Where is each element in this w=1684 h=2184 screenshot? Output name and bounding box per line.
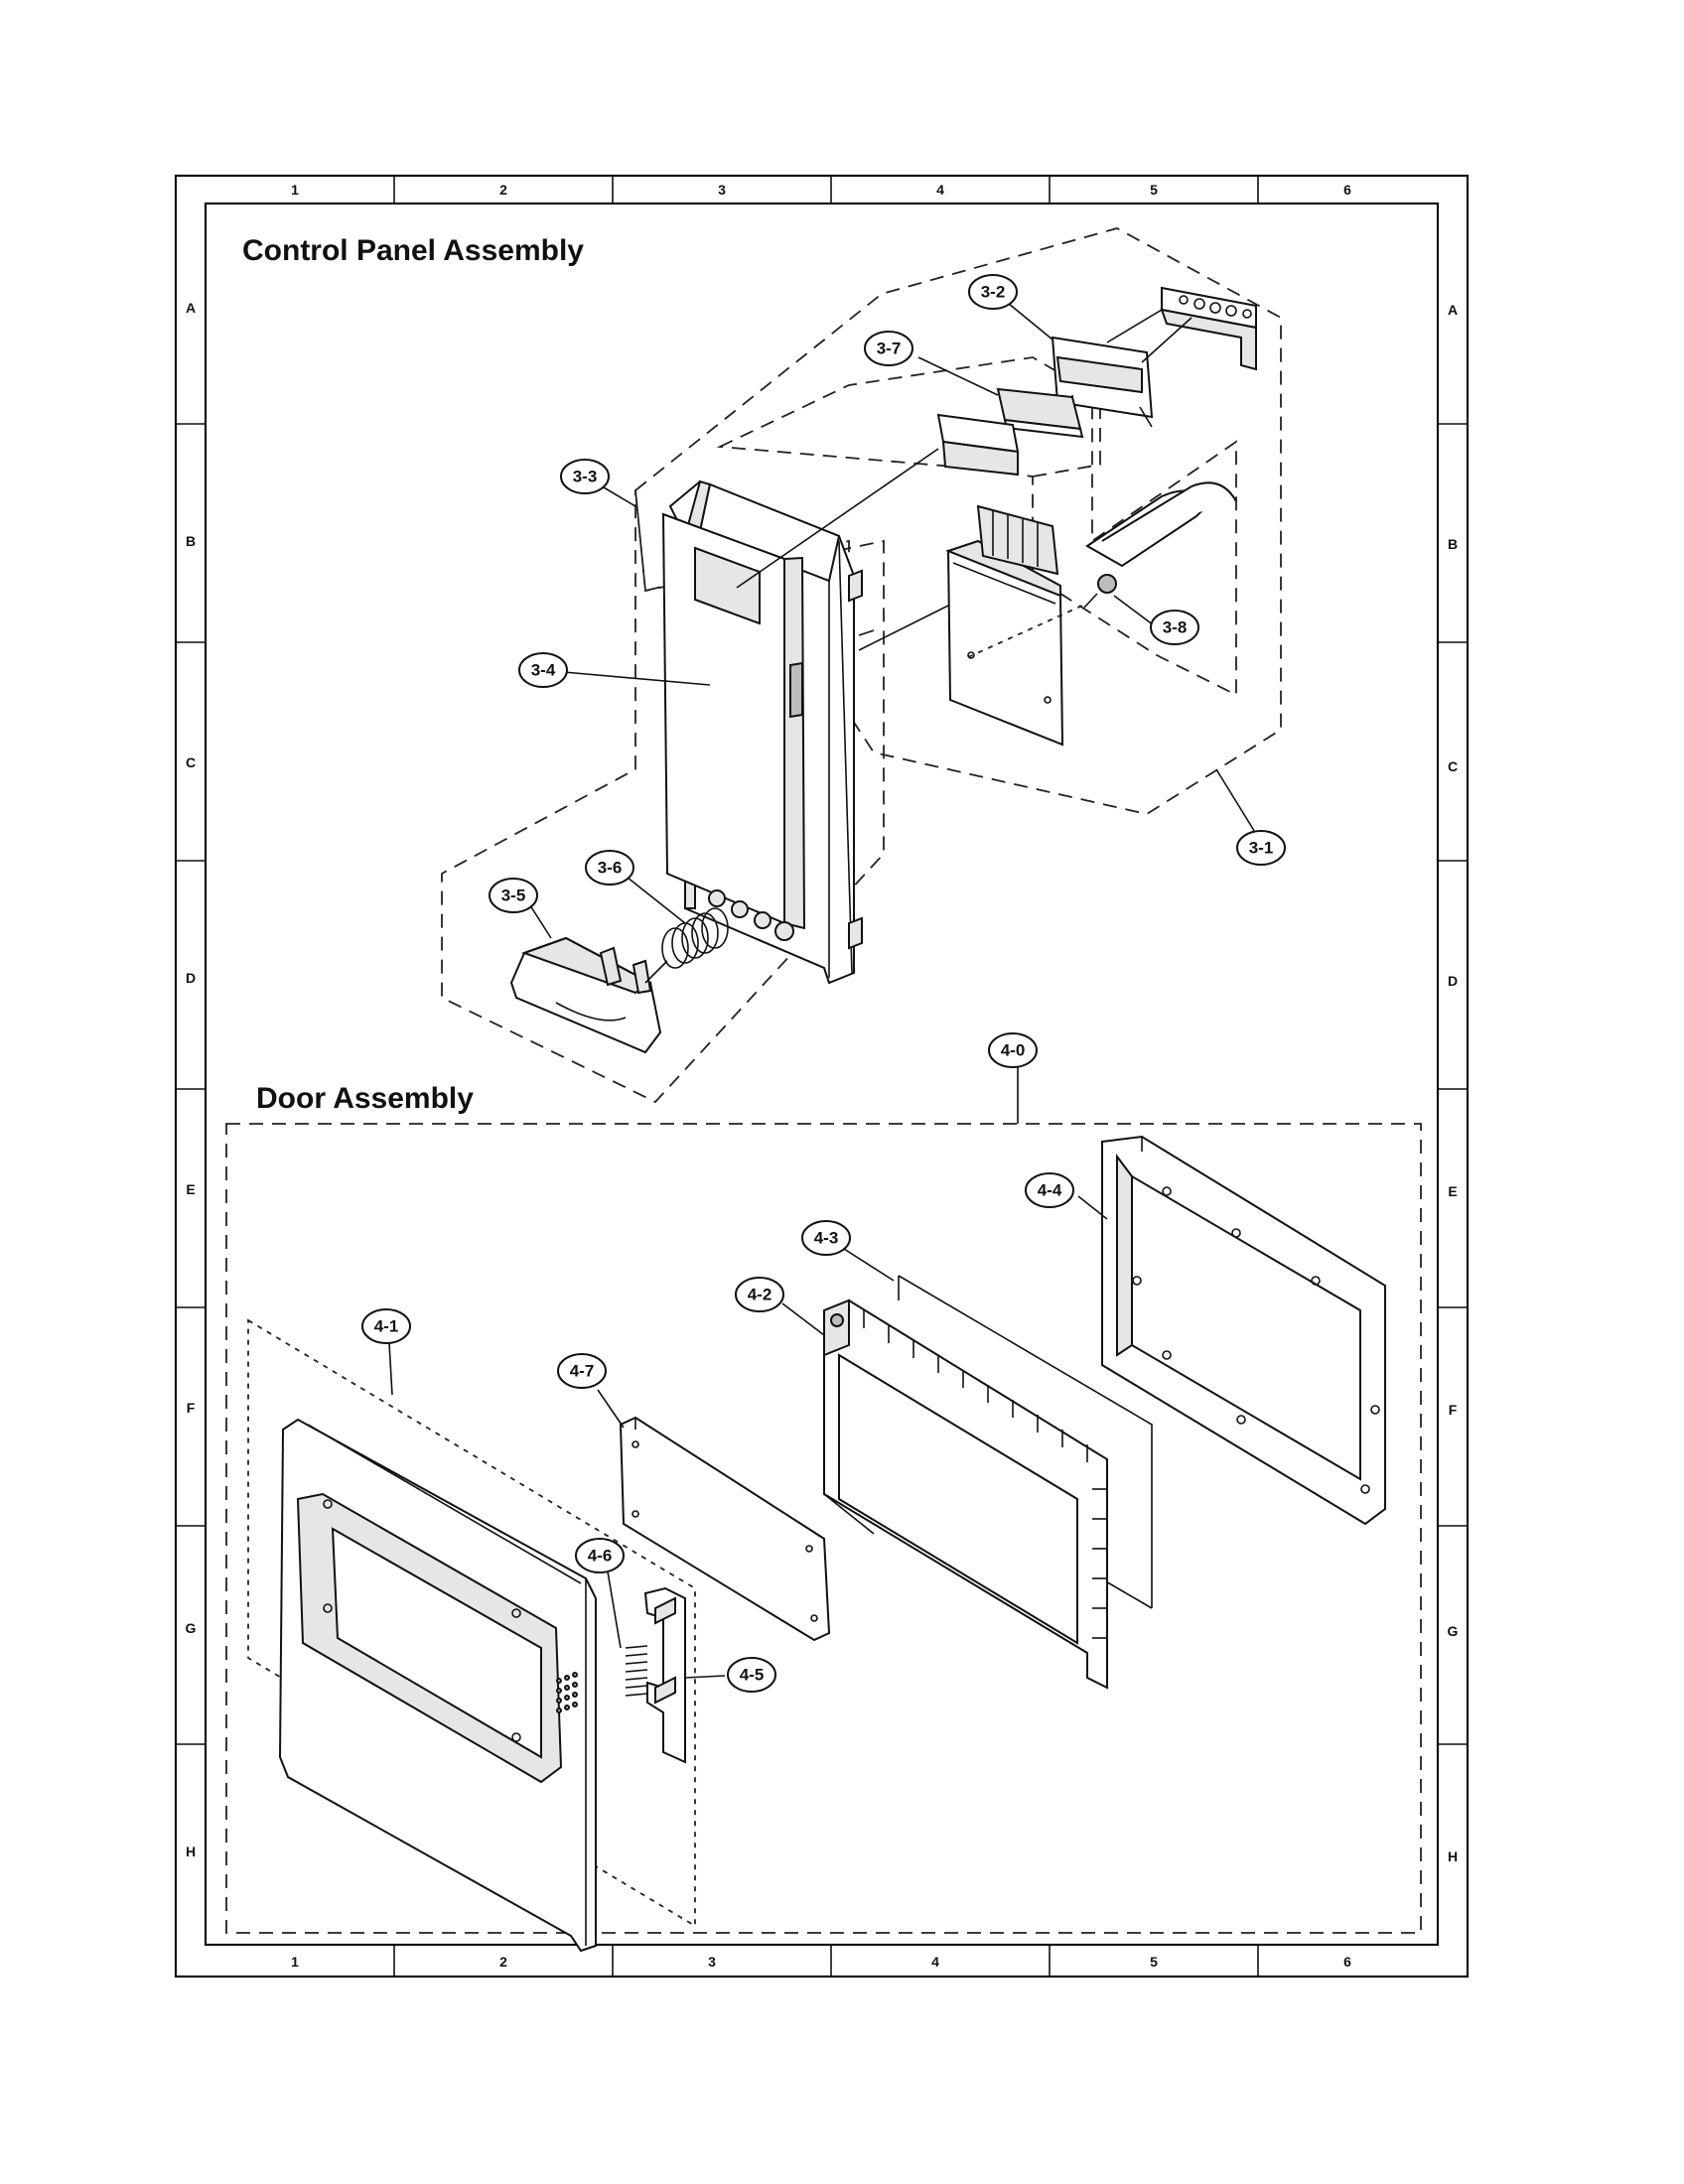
grid-row-left-e: E xyxy=(186,1181,195,1197)
svg-text:4-1: 4-1 xyxy=(374,1317,399,1336)
svg-text:4-5: 4-5 xyxy=(740,1666,765,1685)
part-3-4-front-face xyxy=(661,512,806,930)
assembly-line-1 xyxy=(736,448,939,589)
grid-row-right-b: B xyxy=(1448,536,1458,552)
grid-col-top-1: 1 xyxy=(291,182,299,198)
callout-3-1: 3-1 xyxy=(1236,830,1286,866)
grid-col-top-5: 5 xyxy=(1150,182,1158,198)
callout-4-2: 4-2 xyxy=(735,1277,784,1312)
panel-buttons xyxy=(708,889,794,941)
svg-text:3-2: 3-2 xyxy=(981,283,1006,302)
svg-text:3-6: 3-6 xyxy=(598,859,623,878)
callout-3-3: 3-3 xyxy=(560,459,610,494)
grid-row-left-c: C xyxy=(186,754,196,770)
grid-labels: 1 2 3 4 5 6 1 2 3 4 5 6 A B C D E F G H … xyxy=(186,182,1459,1970)
assembly-line-2 xyxy=(858,605,949,651)
part-3-5-release-button xyxy=(509,936,668,1054)
part-4-2-door-chassis xyxy=(823,1298,1108,1690)
vent-holes xyxy=(556,1672,578,1713)
grid-col-bottom-6: 6 xyxy=(1343,1954,1351,1970)
callout-3-5: 3-5 xyxy=(489,878,538,913)
svg-text:4-7: 4-7 xyxy=(570,1362,595,1381)
grid-row-right-g: G xyxy=(1448,1623,1459,1639)
callout-4-0: 4-0 xyxy=(988,1032,1038,1068)
leader-lines xyxy=(388,298,1257,1649)
grid-col-bottom-3: 3 xyxy=(708,1954,716,1970)
svg-text:4-4: 4-4 xyxy=(1038,1181,1062,1200)
chassis-teeth xyxy=(863,1310,1107,1639)
drawing-border xyxy=(174,174,1470,1979)
grid-row-left-h: H xyxy=(186,1843,196,1859)
callout-3-8: 3-8 xyxy=(1150,610,1199,645)
svg-text:4-6: 4-6 xyxy=(588,1547,613,1566)
door-assembly xyxy=(225,1123,1422,1953)
grid-col-top-2: 2 xyxy=(499,182,507,198)
svg-text:3-8: 3-8 xyxy=(1163,618,1188,637)
callout-4-7: 4-7 xyxy=(557,1353,607,1389)
grid-col-top-4: 4 xyxy=(936,182,944,198)
grid-row-right-c: C xyxy=(1448,758,1458,774)
callout-3-6: 3-6 xyxy=(585,850,634,886)
group-boundary-4-0 xyxy=(225,1123,1422,1934)
door-assembly-title: Door Assembly xyxy=(256,1082,474,1115)
callout-3-4: 3-4 xyxy=(518,652,568,688)
grid-col-bottom-4: 4 xyxy=(931,1954,939,1970)
callout-4-4: 4-4 xyxy=(1025,1172,1074,1208)
grid-row-right-a: A xyxy=(1448,302,1458,318)
assembly-line-3 xyxy=(858,629,875,636)
part-3-8-pcb xyxy=(945,481,1237,747)
part-3-6-spring xyxy=(661,907,729,969)
part-3-2-bracket xyxy=(1051,286,1257,428)
grid-row-left-a: A xyxy=(186,300,196,316)
callout-4-6: 4-6 xyxy=(575,1538,625,1573)
svg-text:4-3: 4-3 xyxy=(814,1229,839,1248)
grid-col-bottom-1: 1 xyxy=(291,1954,299,1970)
part-4-1-door-frame xyxy=(278,1418,597,1953)
grid-col-top-6: 6 xyxy=(1343,182,1351,198)
part-4-7-glass-plate xyxy=(619,1416,831,1642)
grid-row-right-e: E xyxy=(1448,1183,1457,1199)
grid-row-left-g: G xyxy=(186,1620,197,1636)
group-boundary-pcb xyxy=(716,356,1237,697)
callout-4-5: 4-5 xyxy=(727,1657,776,1693)
part-callouts: 3-2 3-7 3-3 3-4 3-8 3-1 3-6 3-5 xyxy=(361,274,1286,1693)
svg-text:3-1: 3-1 xyxy=(1249,839,1274,858)
control-panel-assembly xyxy=(441,227,1282,1104)
group-boundary-panel xyxy=(441,489,885,1104)
callout-3-2: 3-2 xyxy=(968,274,1018,310)
grid-row-left-d: D xyxy=(186,970,196,986)
grid-row-left-f: F xyxy=(187,1400,196,1416)
callout-3-7: 3-7 xyxy=(864,331,913,366)
svg-text:3-7: 3-7 xyxy=(877,340,902,358)
grid-row-left-b: B xyxy=(186,533,196,549)
svg-text:3-5: 3-5 xyxy=(501,887,526,905)
part-connector xyxy=(936,413,1020,477)
grid-row-right-f: F xyxy=(1449,1402,1458,1418)
svg-text:3-4: 3-4 xyxy=(531,661,556,680)
part-4-4-back-frame xyxy=(1101,1135,1386,1526)
control-panel-assembly-title: Control Panel Assembly xyxy=(242,234,584,267)
part-4-5-latch xyxy=(643,1586,726,1764)
grid-col-bottom-2: 2 xyxy=(499,1954,507,1970)
callout-4-1: 4-1 xyxy=(361,1308,411,1344)
svg-text:4-0: 4-0 xyxy=(1001,1041,1026,1060)
callout-4-3: 4-3 xyxy=(801,1220,851,1256)
grid-col-bottom-5: 5 xyxy=(1150,1954,1158,1970)
svg-text:4-2: 4-2 xyxy=(748,1286,772,1304)
grid-row-right-d: D xyxy=(1448,973,1458,989)
part-4-6-spring xyxy=(625,1645,648,1697)
svg-text:3-3: 3-3 xyxy=(573,468,598,486)
grid-row-right-h: H xyxy=(1448,1848,1458,1864)
grid-col-top-3: 3 xyxy=(718,182,726,198)
